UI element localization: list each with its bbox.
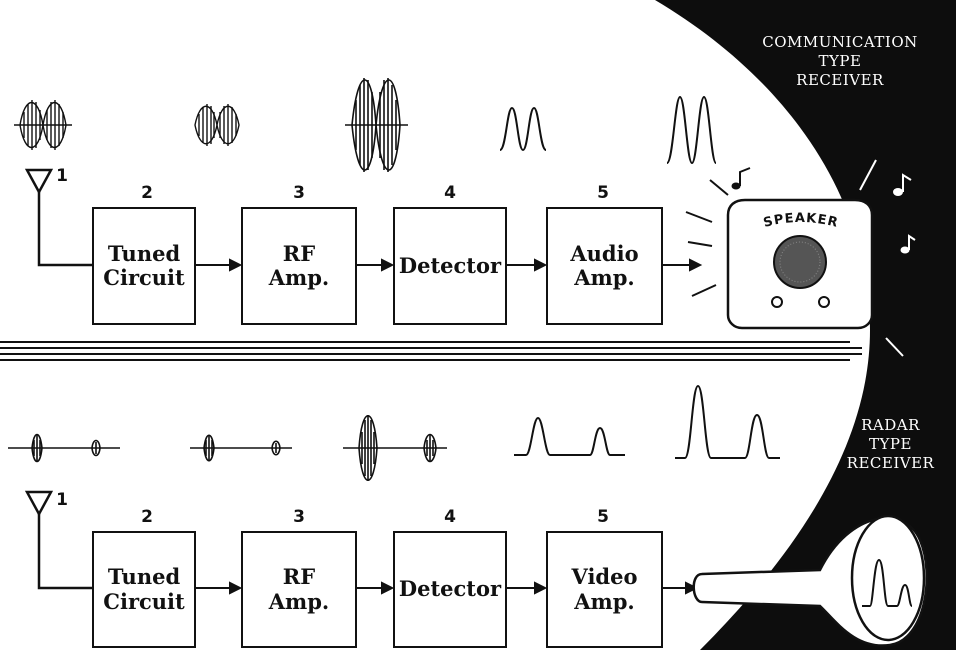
block-number: 3 <box>293 507 305 527</box>
antenna-number-radar: 1 <box>56 490 68 510</box>
block-number: 4 <box>444 507 456 527</box>
video-pulse-waveform-4 <box>514 416 625 456</box>
radar-receiver-title: RADAR TYPE RECEIVER <box>846 416 935 472</box>
block-number: 5 <box>597 183 609 203</box>
tuned-circuit-block: Tuned Circuit <box>92 207 196 325</box>
audio-waveform-5-amplified <box>666 95 717 165</box>
signal-arrows-communication <box>195 258 703 272</box>
detector-block: Detector <box>393 531 507 648</box>
tuned-circuit-block: Tuned Circuit <box>92 531 196 648</box>
video-pulse-waveform-5-amplified <box>675 384 780 459</box>
video-amp-block: Video Amp. <box>546 531 663 648</box>
music-note-icon <box>731 167 751 190</box>
antenna-number-communication: 1 <box>56 166 68 186</box>
audio-amp-block: Audio Amp. <box>546 207 663 325</box>
speaker-label: SPEAKER <box>762 211 840 231</box>
block-number: 5 <box>597 507 609 527</box>
music-note-icon-white <box>893 173 916 254</box>
speaker-icon: SPEAKER <box>726 198 874 330</box>
rf-waveform-2 <box>194 104 240 146</box>
communication-receiver-title: COMMUNICATION TYPE RECEIVER <box>762 33 918 89</box>
rf-amp-block: RF Amp. <box>241 531 357 648</box>
rf-amp-block: RF Amp. <box>241 207 357 325</box>
black-side-panel <box>655 0 956 650</box>
speaker-label-text: SPEAKER <box>762 211 839 231</box>
detector-block: Detector <box>393 207 507 325</box>
section-separator <box>0 341 862 361</box>
signal-arrows-radar <box>195 581 699 595</box>
block-number: 4 <box>444 183 456 203</box>
block-number: 3 <box>293 183 305 203</box>
pulse-waveform-2 <box>190 434 292 462</box>
block-number: 2 <box>141 183 153 203</box>
pulse-waveform-1 <box>8 433 120 463</box>
antenna-icon-radar <box>24 490 93 590</box>
crt-scope-icon <box>692 514 928 647</box>
pulse-waveform-3-amplified <box>343 414 447 482</box>
rf-waveform-3-amplified <box>345 78 408 172</box>
rf-waveform-1 <box>14 100 72 150</box>
antenna-icon-communication <box>24 168 93 267</box>
audio-waveform-4 <box>499 106 547 152</box>
sound-rays <box>685 179 729 297</box>
block-number: 2 <box>141 507 153 527</box>
sound-rays-on-black <box>817 159 904 357</box>
